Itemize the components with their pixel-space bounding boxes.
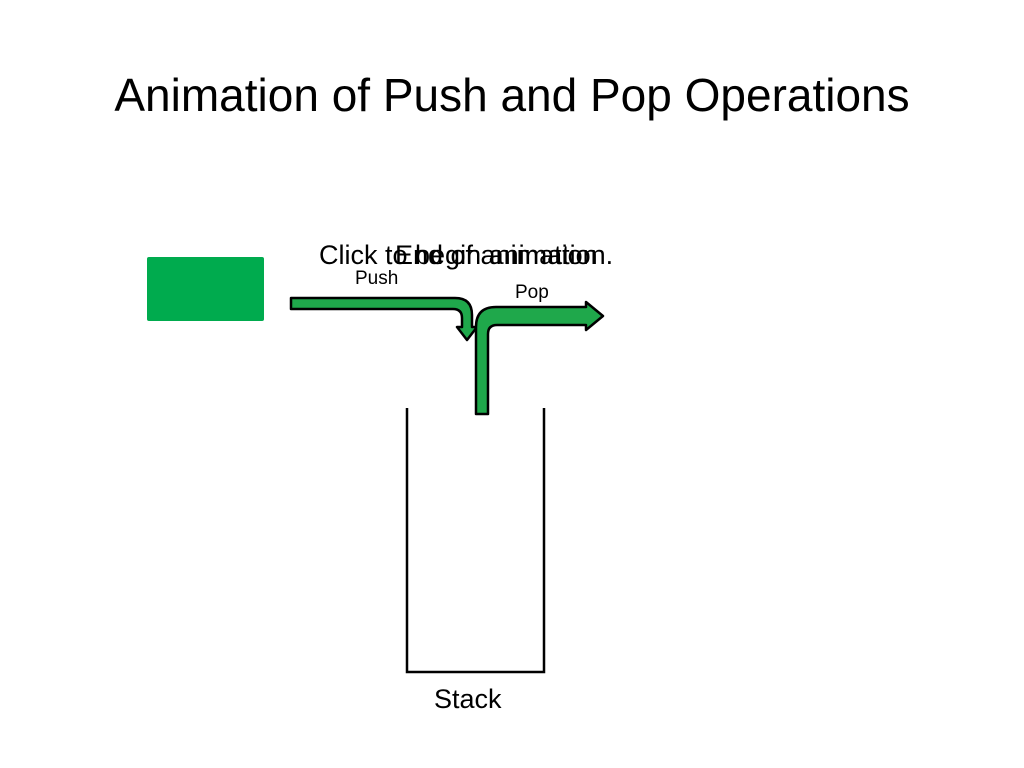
push-label: Push: [355, 268, 399, 289]
end-of-animation-text: End of animation: [395, 240, 598, 270]
slide-title: Animation of Push and Pop Operations: [114, 69, 910, 121]
green-data-block: [147, 257, 264, 321]
click-to-begin-text[interactable]: Click to begin animation.: [319, 240, 614, 270]
push-arrow: [289, 296, 479, 342]
stack-container: [405, 408, 546, 674]
pop-label: Pop: [515, 282, 549, 303]
stack-label: Stack: [434, 684, 502, 714]
pop-arrow: [474, 300, 605, 416]
